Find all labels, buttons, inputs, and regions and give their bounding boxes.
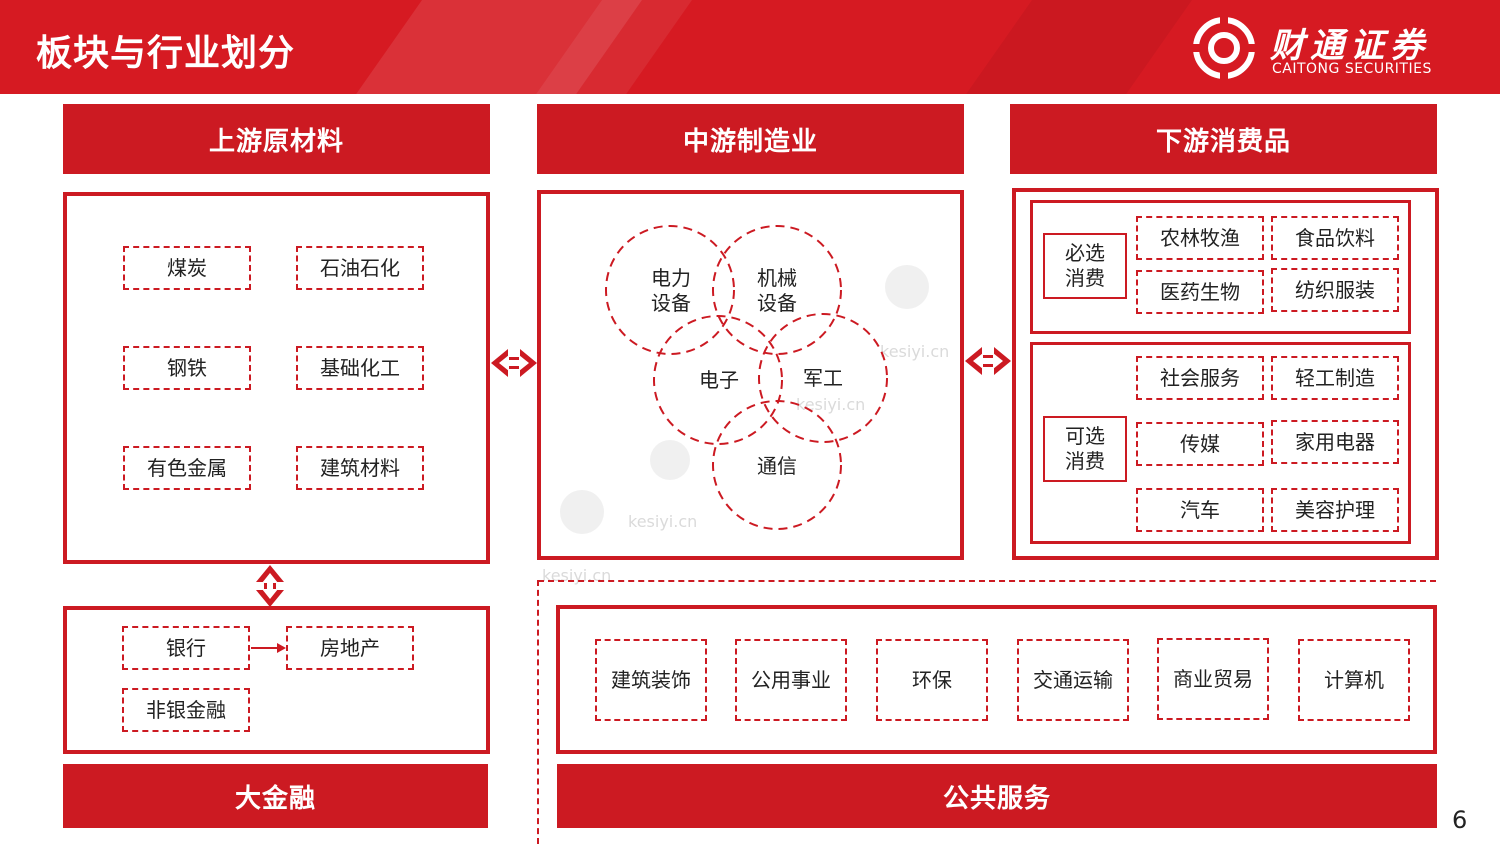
midstream-panel bbox=[537, 190, 964, 560]
header-bar: 板块与行业划分 财通证券 CAITONG SECURITIES bbox=[0, 0, 1500, 94]
industry-commerce-trade: 商业贸易 bbox=[1157, 638, 1269, 720]
industry-beauty-care: 美容护理 bbox=[1271, 488, 1399, 532]
venn-circle-machinery bbox=[712, 225, 842, 355]
double-arrow-upstream-midstream bbox=[491, 349, 537, 377]
company-logo: 财通证券 CAITONG SECURITIES bbox=[1192, 14, 1462, 80]
industry-textile-apparel: 纺织服装 bbox=[1271, 268, 1399, 312]
watermark-figure bbox=[885, 265, 929, 309]
downstream-title: 下游消费品 bbox=[1010, 104, 1437, 174]
circle-label-telecom: 通信 bbox=[757, 454, 797, 478]
industry-home-appliances: 家用电器 bbox=[1271, 420, 1399, 464]
industry-nonferrous-metals: 有色金属 bbox=[123, 446, 251, 490]
watermark-figure bbox=[560, 490, 604, 534]
double-arrow-midstream-downstream bbox=[965, 347, 1011, 375]
industry-agriculture: 农林牧渔 bbox=[1136, 216, 1264, 260]
public-services-dashed-border bbox=[538, 580, 1436, 582]
circle-label-text: 机械 设备 bbox=[757, 266, 797, 315]
watermark-figure bbox=[650, 440, 690, 480]
industry-construction-decoration: 建筑装饰 bbox=[595, 639, 707, 721]
circle-label-text: 电力 设备 bbox=[651, 266, 691, 315]
watermark-text: kesiyi.cn bbox=[880, 342, 950, 361]
industry-petrochem: 石油石化 bbox=[296, 246, 424, 290]
logo-mark-icon bbox=[1192, 16, 1256, 80]
industry-non-bank-finance: 非银金融 bbox=[122, 688, 250, 732]
industry-media: 传媒 bbox=[1136, 422, 1264, 466]
logo-name-cn: 财通证券 bbox=[1270, 26, 1430, 66]
watermark-text: kesiyi.cn bbox=[796, 395, 866, 414]
industry-environmental: 环保 bbox=[876, 639, 988, 721]
industry-bank: 银行 bbox=[122, 626, 250, 670]
double-arrow-upstream-finance bbox=[256, 565, 284, 607]
venn-circle-telecom bbox=[712, 400, 842, 530]
venn-circle-military bbox=[758, 313, 888, 443]
industry-utilities: 公用事业 bbox=[735, 639, 847, 721]
optional-consumption-label: 可选 消费 bbox=[1043, 416, 1127, 482]
public-services-dashed-border bbox=[537, 580, 539, 844]
industry-pharma-bio: 医药生物 bbox=[1136, 270, 1264, 314]
industry-automobile: 汽车 bbox=[1136, 488, 1264, 532]
industry-coal: 煤炭 bbox=[123, 246, 251, 290]
venn-circle-power-equipment bbox=[605, 225, 735, 355]
finance-title: 大金融 bbox=[63, 764, 488, 828]
circle-label-power-equipment: 电力 设备 bbox=[646, 266, 696, 316]
page-title: 板块与行业划分 bbox=[36, 33, 296, 74]
industry-building-materials: 建筑材料 bbox=[296, 446, 424, 490]
upstream-title: 上游原材料 bbox=[63, 104, 490, 174]
public-services-title: 公共服务 bbox=[557, 764, 1437, 828]
industry-light-manufacturing: 轻工制造 bbox=[1271, 356, 1399, 400]
industry-social-services: 社会服务 bbox=[1136, 356, 1264, 400]
watermark-text: kesiyi.cn bbox=[628, 512, 698, 531]
essential-consumption-label: 必选 消费 bbox=[1043, 233, 1127, 299]
industry-food-beverage: 食品饮料 bbox=[1271, 216, 1399, 260]
industry-computer: 计算机 bbox=[1298, 639, 1410, 721]
midstream-title: 中游制造业 bbox=[537, 104, 964, 174]
page-number: 6 bbox=[1452, 806, 1468, 834]
circle-label-machinery: 机械 设备 bbox=[752, 266, 802, 316]
circle-label-electronics: 电子 bbox=[699, 368, 739, 392]
circle-label-military: 军工 bbox=[803, 366, 843, 390]
industry-transportation: 交通运输 bbox=[1017, 639, 1129, 721]
venn-circle-electronics bbox=[653, 315, 783, 445]
industry-steel: 钢铁 bbox=[123, 346, 251, 390]
industry-basic-chemicals: 基础化工 bbox=[296, 346, 424, 390]
industry-real-estate: 房地产 bbox=[286, 626, 414, 670]
logo-name-en: CAITONG SECURITIES bbox=[1272, 61, 1432, 77]
essential-label-text: 必选 消费 bbox=[1065, 241, 1105, 290]
arrow-bank-to-real-estate bbox=[251, 643, 286, 653]
optional-label-text: 可选 消费 bbox=[1065, 424, 1105, 473]
